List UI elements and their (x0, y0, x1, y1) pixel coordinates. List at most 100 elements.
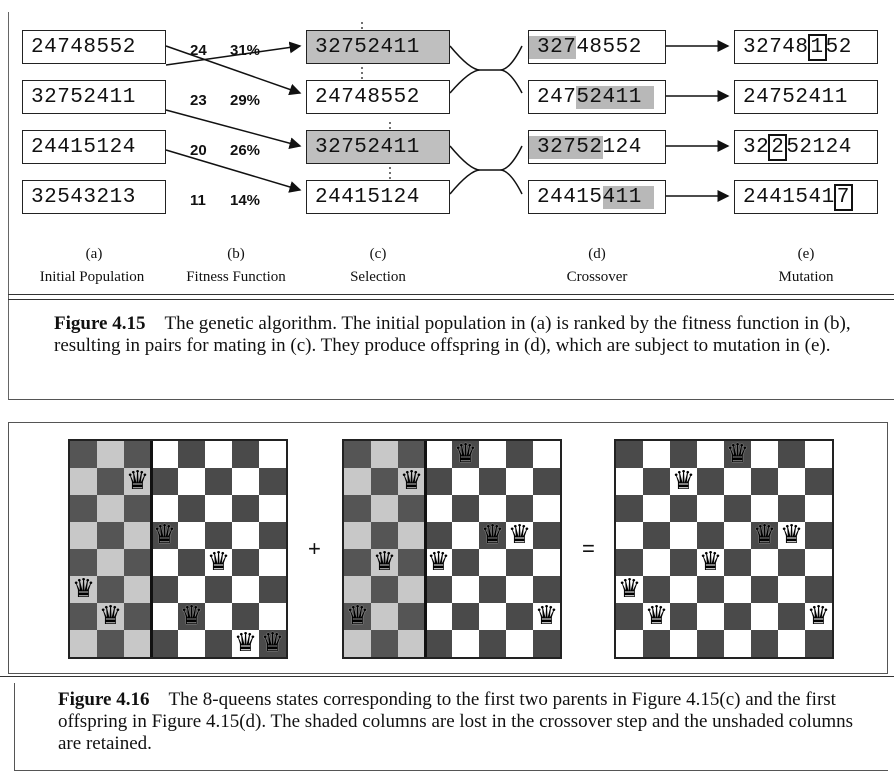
board-square (778, 468, 805, 495)
board-square (778, 630, 805, 657)
board-square (371, 630, 398, 657)
board-square (724, 603, 751, 630)
fitness-percent-3: 26% (230, 142, 261, 159)
board-square (751, 522, 778, 549)
board-square (670, 603, 697, 630)
queen-icon: ♛ (507, 520, 532, 549)
fitness-score-1: 24 (190, 42, 207, 59)
fitness-percent-2: 29% (230, 92, 261, 109)
board-square (259, 468, 286, 495)
board-square (805, 603, 832, 630)
board-square (805, 441, 832, 468)
population-box-4: 32543213 (22, 180, 166, 214)
figure-4-15-caption: Figure 4.15 The genetic algorithm. The i… (54, 313, 870, 357)
board-square (205, 522, 232, 549)
sel-arrow-2 (165, 45, 302, 96)
board-square (479, 576, 506, 603)
board-square (643, 468, 670, 495)
board-square (151, 603, 178, 630)
board-square (371, 441, 398, 468)
board-square (479, 549, 506, 576)
board-square (371, 522, 398, 549)
col-name-c: Selection (350, 269, 406, 285)
board-square (205, 468, 232, 495)
board-square (778, 495, 805, 522)
board-square (97, 603, 124, 630)
fitness-score-3: 20 (190, 142, 207, 159)
queen-icon: ♛ (806, 601, 831, 630)
board-square (178, 603, 205, 630)
board-square (724, 549, 751, 576)
fitness-percent-1: 31% (230, 42, 261, 59)
board-square (506, 576, 533, 603)
board-square (533, 522, 560, 549)
board-square (751, 468, 778, 495)
figure-4-15-connectors (165, 22, 730, 216)
board-square (425, 468, 452, 495)
board-square (178, 522, 205, 549)
board-square (232, 468, 259, 495)
queen-icon: ♛ (179, 601, 204, 630)
divider (0, 676, 894, 677)
col-name-b: Fitness Function (186, 269, 286, 285)
board-square (151, 576, 178, 603)
board-square (425, 441, 452, 468)
col-letter-d: (d) (588, 246, 606, 262)
board-square (533, 576, 560, 603)
board-square (778, 549, 805, 576)
board-square (259, 549, 286, 576)
board-square (124, 468, 151, 495)
board-square (97, 468, 124, 495)
board-square (670, 468, 697, 495)
board-square (70, 603, 97, 630)
board-square (697, 441, 724, 468)
board-square (533, 495, 560, 522)
queen-icon: ♛ (453, 439, 478, 468)
board-square (670, 630, 697, 657)
queen-icon: ♛ (725, 439, 750, 468)
board-square (398, 441, 425, 468)
board-square (97, 549, 124, 576)
board-square (70, 441, 97, 468)
cross-pair-1 (449, 45, 523, 94)
board-square (697, 603, 724, 630)
caption-text: The 8-queens states corresponding to the… (58, 689, 854, 754)
mutation-post-1: 52 (825, 35, 852, 59)
board-square (70, 576, 97, 603)
board-square (97, 630, 124, 657)
queen-icon: ♛ (698, 547, 723, 576)
queen-icon: ♛ (372, 547, 397, 576)
board-square (724, 630, 751, 657)
sel-arrow-3 (165, 109, 302, 150)
equals-sign: = (582, 536, 595, 561)
mutation-pre-2: 24752411 (743, 85, 848, 109)
board-square (232, 495, 259, 522)
board-square (697, 576, 724, 603)
board-square (778, 441, 805, 468)
board-square (70, 549, 97, 576)
figure-4-15-panel (8, 12, 894, 400)
board-square (259, 630, 286, 657)
board-square (805, 495, 832, 522)
board-square (751, 495, 778, 522)
queen-icon: ♛ (671, 466, 696, 495)
col-name-e: Mutation (778, 269, 834, 285)
crossover-right-4: 411 (602, 185, 654, 209)
board-square (205, 630, 232, 657)
board-square (670, 549, 697, 576)
col-name-a: Initial Population (39, 269, 145, 285)
crossover-divider (149, 441, 153, 657)
crossover-left-1: 327 (529, 35, 577, 59)
board-square (506, 549, 533, 576)
board-square (479, 441, 506, 468)
board-square (232, 630, 259, 657)
board-square (479, 630, 506, 657)
board-square (479, 468, 506, 495)
queen-icon: ♛ (644, 601, 669, 630)
board-square (533, 549, 560, 576)
mutation-box-2: 24752411 (734, 80, 878, 114)
board-square (344, 495, 371, 522)
board-square (533, 441, 560, 468)
